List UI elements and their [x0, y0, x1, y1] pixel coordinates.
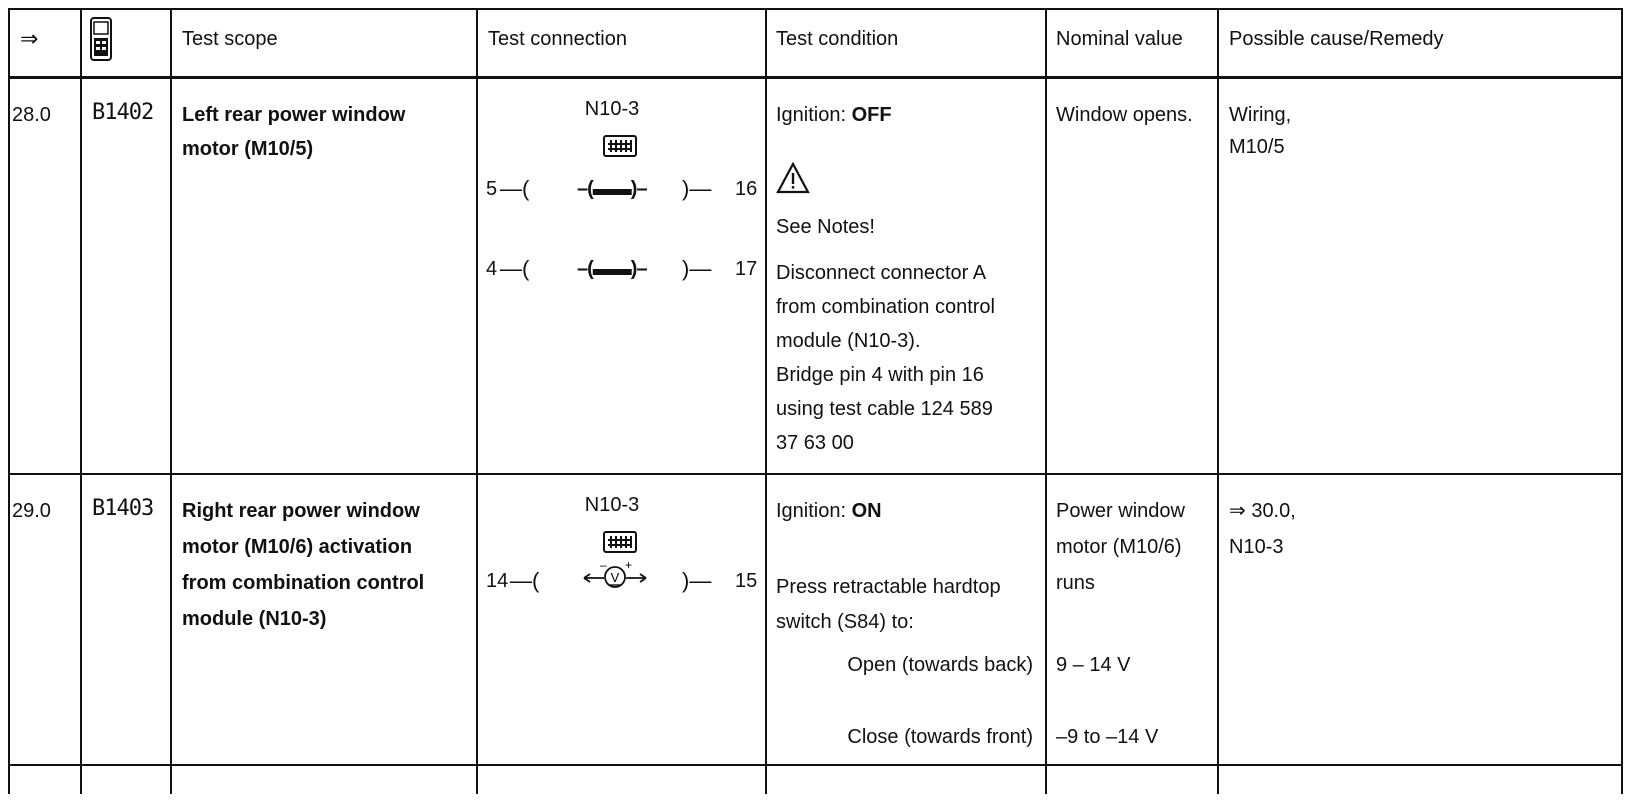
module-connector-icon [603, 135, 637, 157]
test-scope-line: Left rear power window [182, 104, 406, 126]
test-scope-line: from combination control [182, 572, 425, 594]
possible-cause-header: Possible cause/Remedy [1229, 28, 1444, 50]
socket-right-icon: )— [682, 568, 712, 593]
col-border [476, 8, 478, 794]
pin-right: 16 [735, 178, 758, 200]
condition-line: using test cable 124 589 [776, 398, 993, 420]
condition-line: Press retractable hardtop [776, 576, 1001, 598]
condition-line: Bridge pin 4 with pin 16 [776, 364, 984, 386]
nominal-open-value: 9 – 14 V [1056, 654, 1131, 676]
col-border [1045, 8, 1047, 794]
step-number: 29.0 [12, 500, 51, 522]
nominal-line: Power window [1056, 500, 1185, 522]
ignition-state: OFF [851, 104, 892, 126]
cause-line: ⇒ 30.0, [1229, 500, 1296, 522]
ignition-condition: Ignition: ON [776, 494, 882, 528]
module-label: N10-3 [584, 494, 640, 516]
step-number: 28.0 [12, 104, 51, 126]
nominal-close-value: –9 to –14 V [1056, 726, 1159, 748]
handheld-tester-icon [90, 17, 112, 66]
module-label: N10-3 [584, 98, 640, 120]
test-connection-header: Test connection [488, 28, 627, 50]
pin-right: 17 [735, 258, 758, 280]
module-connector-icon [603, 531, 637, 553]
col-border [1217, 8, 1219, 794]
pin-left: 14 [486, 570, 509, 592]
condition-line: module (N10-3). [776, 330, 921, 352]
table-bottom-border [8, 764, 1623, 766]
table-top-border [8, 8, 1623, 10]
test-scope-line: module (N10-3) [182, 608, 327, 630]
test-condition-header: Test condition [776, 28, 899, 50]
col-border [80, 8, 82, 794]
test-scope-line: Right rear power window [182, 500, 420, 522]
nominal-value: Window opens. [1056, 104, 1193, 126]
warning-triangle-icon [776, 161, 810, 199]
condition-line: from combination control [776, 296, 995, 318]
test-scope-line: motor (M10/5) [182, 138, 314, 160]
bridge-cable-icon: –(▬▬)– [577, 258, 648, 280]
fault-code: B1403 [92, 496, 154, 521]
nominal-value-header: Nominal value [1056, 28, 1183, 50]
condition-line: switch (S84) to: [776, 611, 914, 633]
cause-line: Wiring, [1229, 104, 1292, 126]
socket-left-icon: —( [500, 176, 530, 201]
test-scope-line: motor (M10/6) activation [182, 536, 413, 558]
svg-text:–: – [600, 560, 607, 572]
condition-close: Close (towards front) [847, 726, 1033, 748]
ignition-label: Ignition: [776, 500, 852, 522]
socket-right-icon: )— [682, 176, 712, 201]
ignition-label: Ignition: [776, 104, 852, 126]
bridge-cable-icon: –(▬▬)– [577, 178, 648, 200]
condition-open: Open (towards back) [847, 654, 1033, 676]
nominal-line: motor (M10/6) [1056, 536, 1182, 558]
pin-left: 4 [486, 258, 498, 280]
col-border [1621, 8, 1623, 794]
nominal-line: runs [1056, 572, 1095, 594]
test-scope-header: Test scope [182, 28, 278, 50]
voltmeter-icon: V – + [582, 558, 648, 595]
fault-code: B1402 [92, 100, 154, 125]
col-border [170, 8, 172, 794]
cause-line: M10/5 [1229, 136, 1285, 158]
condition-line: Disconnect connector A [776, 262, 987, 284]
ignition-state: ON [851, 500, 882, 522]
ignition-condition: Ignition: OFF [776, 98, 892, 132]
condition-line: 37 63 00 [776, 432, 854, 454]
row-divider [8, 473, 1623, 475]
svg-text:+: + [625, 560, 632, 572]
pin-right: 15 [735, 570, 758, 592]
socket-left-icon: —( [510, 568, 540, 593]
condition-line: See Notes! [776, 216, 875, 238]
header-divider [8, 76, 1623, 79]
svg-text:V: V [611, 570, 620, 585]
col-border [8, 8, 10, 794]
cause-line: N10-3 [1229, 536, 1284, 558]
arrow-header: ⇒ [20, 26, 39, 51]
socket-left-icon: —( [500, 256, 530, 281]
col-border [765, 8, 767, 794]
pin-left: 5 [486, 178, 498, 200]
socket-right-icon: )— [682, 256, 712, 281]
